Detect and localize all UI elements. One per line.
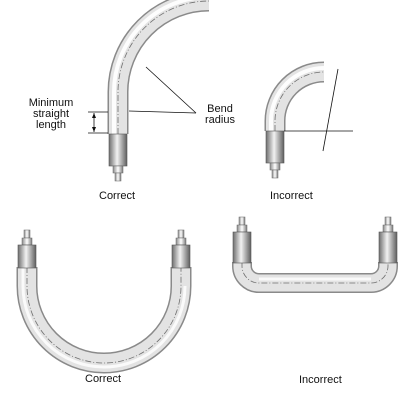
- caption-top-left: Correct: [99, 190, 136, 202]
- fitting-top-right: [265, 130, 285, 179]
- min-straight-length-label: Minimum straight length: [22, 98, 80, 131]
- incorrect-bend-hose-top-right: [264, 61, 325, 131]
- incorrect-u-bend-hose: [232, 262, 398, 293]
- bend-radius-line-1: Bend: [207, 103, 233, 115]
- min-straight-length-dimension: [88, 111, 108, 134]
- fitting-bottom-left-a: [17, 229, 37, 269]
- incorrect-radius-guides: [284, 68, 353, 152]
- fitting-bottom-right-a: [232, 216, 252, 264]
- min-straight-length-line-1: Minimum: [28, 97, 74, 109]
- correct-bend-hose-top-left: [107, 0, 210, 134]
- fitting-bottom-right-b: [378, 216, 398, 264]
- bend-radius-label: Bend radius: [197, 104, 243, 126]
- bend-radius-leader-lines: [128, 66, 197, 114]
- caption-bottom-left: Correct: [85, 373, 122, 385]
- min-straight-length-line-2: straight: [32, 108, 70, 120]
- fitting-bottom-left-b: [171, 229, 191, 269]
- caption-top-right: Incorrect: [270, 190, 313, 202]
- correct-u-bend-hose: [16, 267, 192, 374]
- caption-bottom-right: Incorrect: [299, 374, 342, 386]
- bend-radius-line-2: radius: [205, 114, 235, 126]
- min-straight-length-line-3: length: [36, 119, 66, 131]
- fitting-top-left: [108, 133, 128, 182]
